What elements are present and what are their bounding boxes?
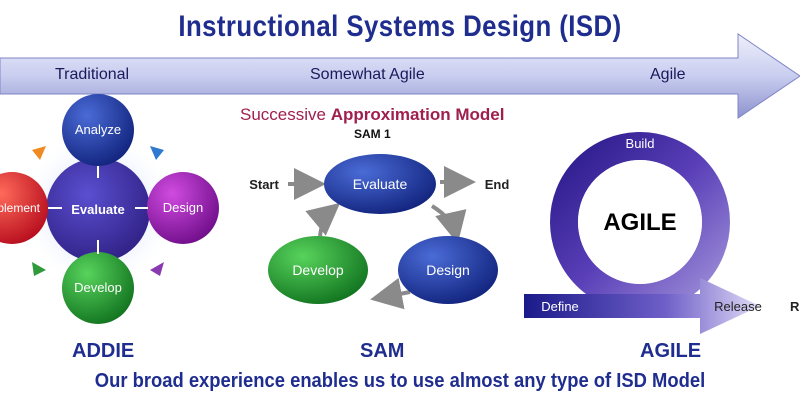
agile-build-label: Build <box>626 136 655 151</box>
sam-heading-prefix: Successive <box>240 105 331 124</box>
spectrum-label-traditional: Traditional <box>55 66 130 83</box>
addie-develop-label: Develop <box>74 280 122 295</box>
sam-arrows <box>288 166 476 310</box>
sam-evaluate-ellipse <box>324 154 436 214</box>
addie-design-label: Design <box>163 200 203 215</box>
spectrum-label-agile: Agile <box>650 66 686 83</box>
addie-analyze-label: Analyze <box>75 122 121 137</box>
addie-model-label: ADDIE <box>72 340 135 362</box>
sam-develop-ellipse <box>268 236 368 304</box>
addie-corner-arrow-green <box>32 262 46 276</box>
sam-design-label: Design <box>426 262 470 278</box>
addie-implement-circle <box>0 172 48 244</box>
addie-develop-circle <box>62 252 134 324</box>
addie-implement-label: Implement <box>0 201 41 215</box>
agile-model-label: AGILE <box>640 340 702 362</box>
sam-heading: Successive Approximation Model <box>240 105 504 125</box>
sam-develop-label: Develop <box>292 262 344 278</box>
addie-design-circle <box>147 172 219 244</box>
page-title: Instructional Systems Design (ISD) <box>178 10 622 43</box>
tagline: Our broad experience enables us to use a… <box>94 370 706 392</box>
addie-center-circle <box>46 158 150 262</box>
agile-release-label: Release <box>714 299 762 314</box>
addie-arrows <box>48 166 148 254</box>
sam-start-label: Start <box>249 177 279 192</box>
sam-design-ellipse <box>398 236 498 304</box>
agile-ring-inner <box>578 160 702 284</box>
agile-define-label: Define <box>541 299 579 314</box>
sam-evaluate-label: Evaluate <box>353 176 408 192</box>
addie-corner-arrow-blue <box>150 146 164 160</box>
spectrum-label-somewhat-agile: Somewhat Agile <box>310 66 425 83</box>
sam-diagram: Start End Evaluate Design Develop <box>249 154 510 310</box>
sam-subheading: SAM 1 <box>354 127 391 141</box>
addie-evaluate-label: Evaluate <box>71 202 124 217</box>
sam-end-label: End <box>485 177 510 192</box>
addie-corner-arrow-orange <box>32 146 46 160</box>
agile-diagram: AGILE Build Define Release R <box>524 132 800 334</box>
addie-corner-arrow-purple <box>150 262 164 276</box>
agile-edge-letter: R <box>790 299 800 314</box>
addie-diagram: Analyze Evaluate Design Develop Implemen… <box>0 94 219 324</box>
sam-model-label: SAM <box>360 340 405 362</box>
addie-analyze-circle <box>62 94 134 166</box>
agile-release-arrow <box>524 278 760 334</box>
spectrum-arrow <box>0 33 800 119</box>
agile-center-label: AGILE <box>603 209 676 236</box>
sam-heading-bold: Approximation Model <box>330 105 505 124</box>
